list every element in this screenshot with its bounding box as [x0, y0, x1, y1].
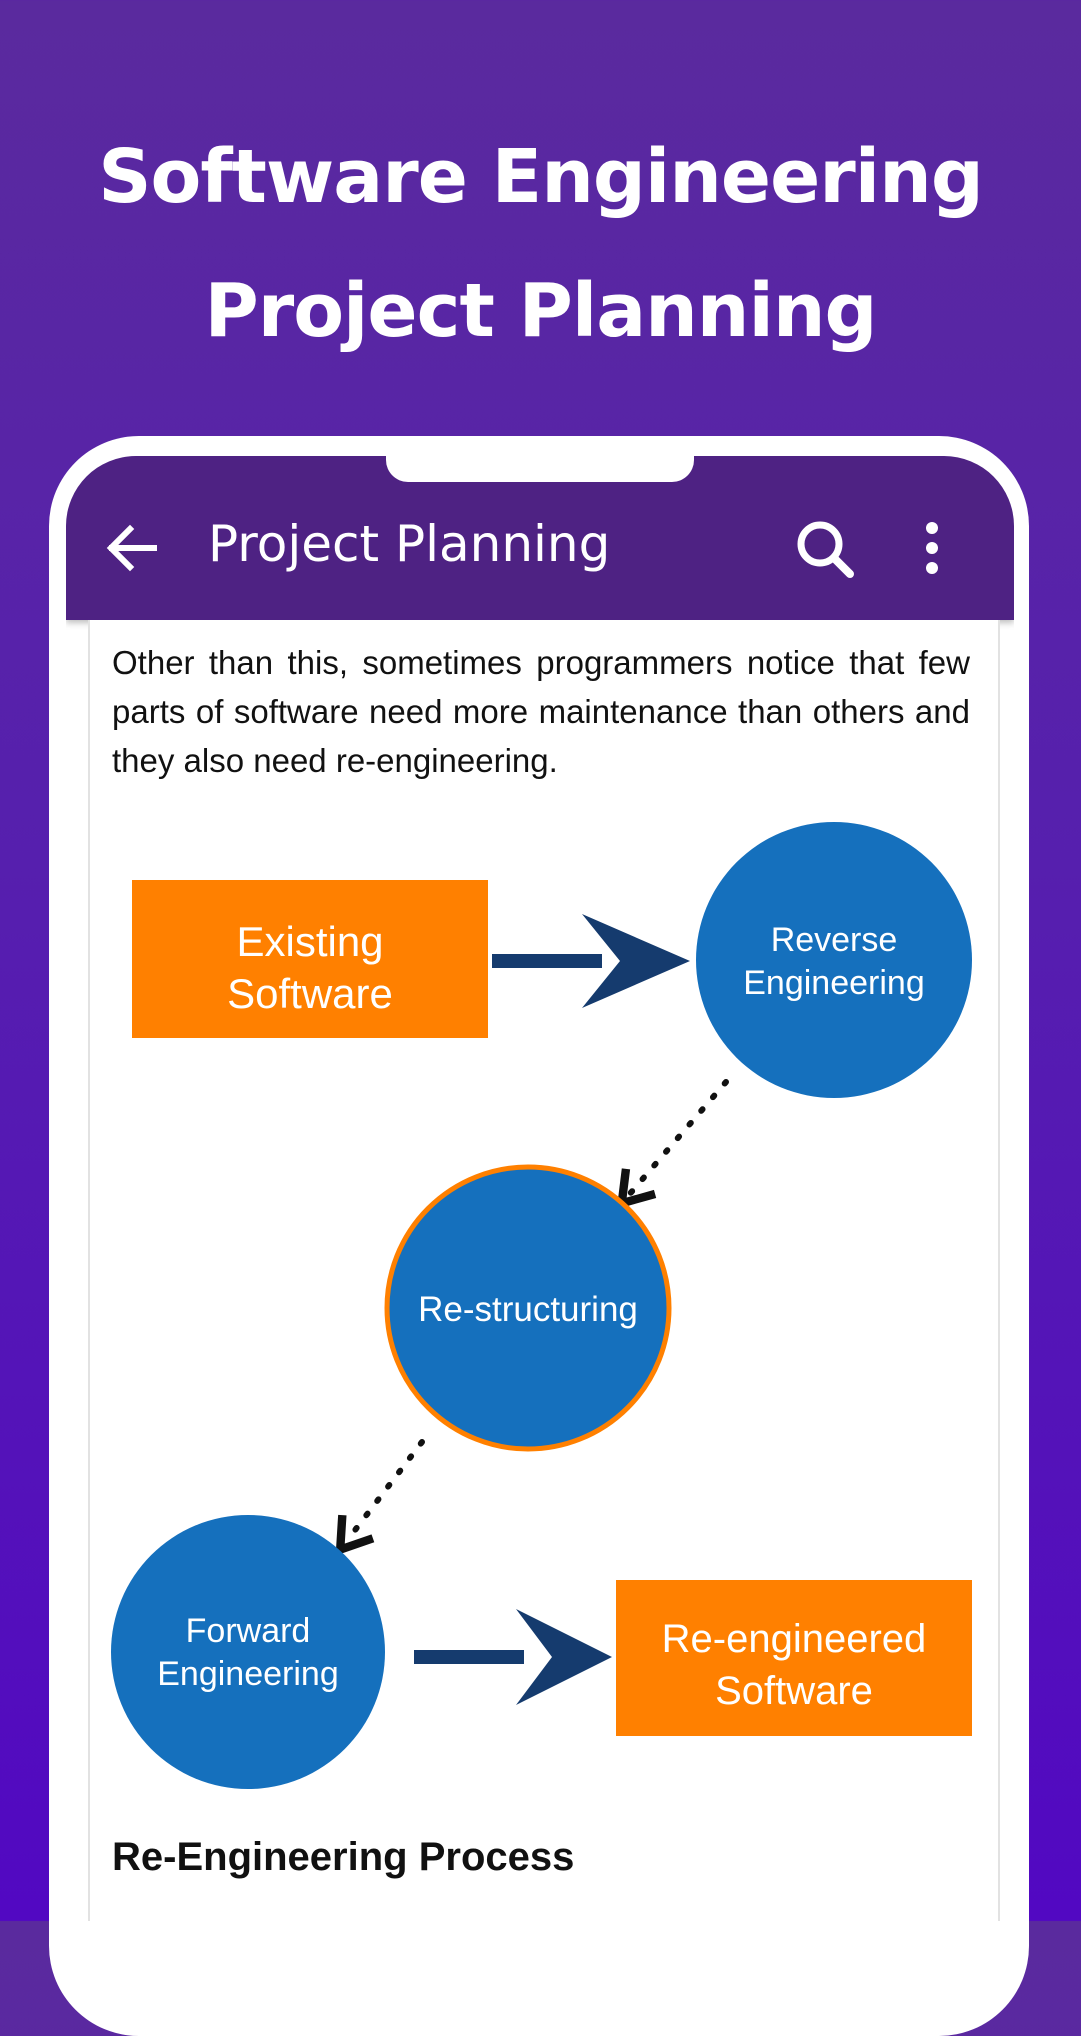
- app-title: Project Planning: [208, 515, 611, 573]
- dotted-arrow-restructuring-to-forward: [335, 1439, 425, 1556]
- existing-software-box: Existing Software: [132, 880, 488, 1038]
- restructuring-label: Re-structuring: [418, 1290, 638, 1329]
- reverse-engineering-label-1: Reverse: [771, 921, 898, 959]
- more-vertical-icon: [926, 522, 938, 574]
- dotted-arrow-reverse-to-restructuring: [616, 1079, 729, 1210]
- more-options-button[interactable]: [912, 518, 952, 580]
- existing-software-label-2: Software: [227, 970, 393, 1017]
- content-paragraph: Other than this, sometimes programmers n…: [112, 644, 970, 779]
- re-engineering-diagram: Existing Software Reverse Engineering Re…: [111, 822, 972, 1789]
- restructuring-circle: Re-structuring: [384, 1164, 672, 1452]
- reverse-engineering-circle: Reverse Engineering: [696, 822, 972, 1098]
- forward-engineering-label-1: Forward: [186, 1612, 311, 1650]
- phone-notch: [386, 456, 694, 482]
- reengineered-software-label-1: Re-engineered: [662, 1617, 927, 1661]
- reengineered-software-label-2: Software: [715, 1669, 873, 1713]
- reverse-engineering-label-2: Engineering: [743, 964, 924, 1002]
- arrow-forward-to-reengineered: [414, 1609, 612, 1705]
- app-bar: Project Planning: [66, 456, 1014, 620]
- promo-title-line-2: Project Planning: [204, 268, 877, 354]
- promo-title: Software Engineering Project Planning: [0, 110, 1081, 378]
- arrow-existing-to-reverse: [492, 914, 690, 1008]
- arrow-left-icon: [106, 524, 157, 572]
- forward-engineering-label-2: Engineering: [157, 1655, 338, 1693]
- back-button[interactable]: [102, 518, 162, 578]
- search-button[interactable]: [794, 518, 856, 580]
- promo-title-line-1: Software Engineering: [98, 134, 984, 220]
- forward-engineering-circle: Forward Engineering: [111, 1515, 385, 1789]
- existing-software-label-1: Existing: [236, 918, 383, 965]
- reengineered-software-box: Re-engineered Software: [616, 1580, 972, 1736]
- diagram-caption: Re-Engineering Process: [112, 1835, 575, 1879]
- search-icon: [797, 521, 854, 578]
